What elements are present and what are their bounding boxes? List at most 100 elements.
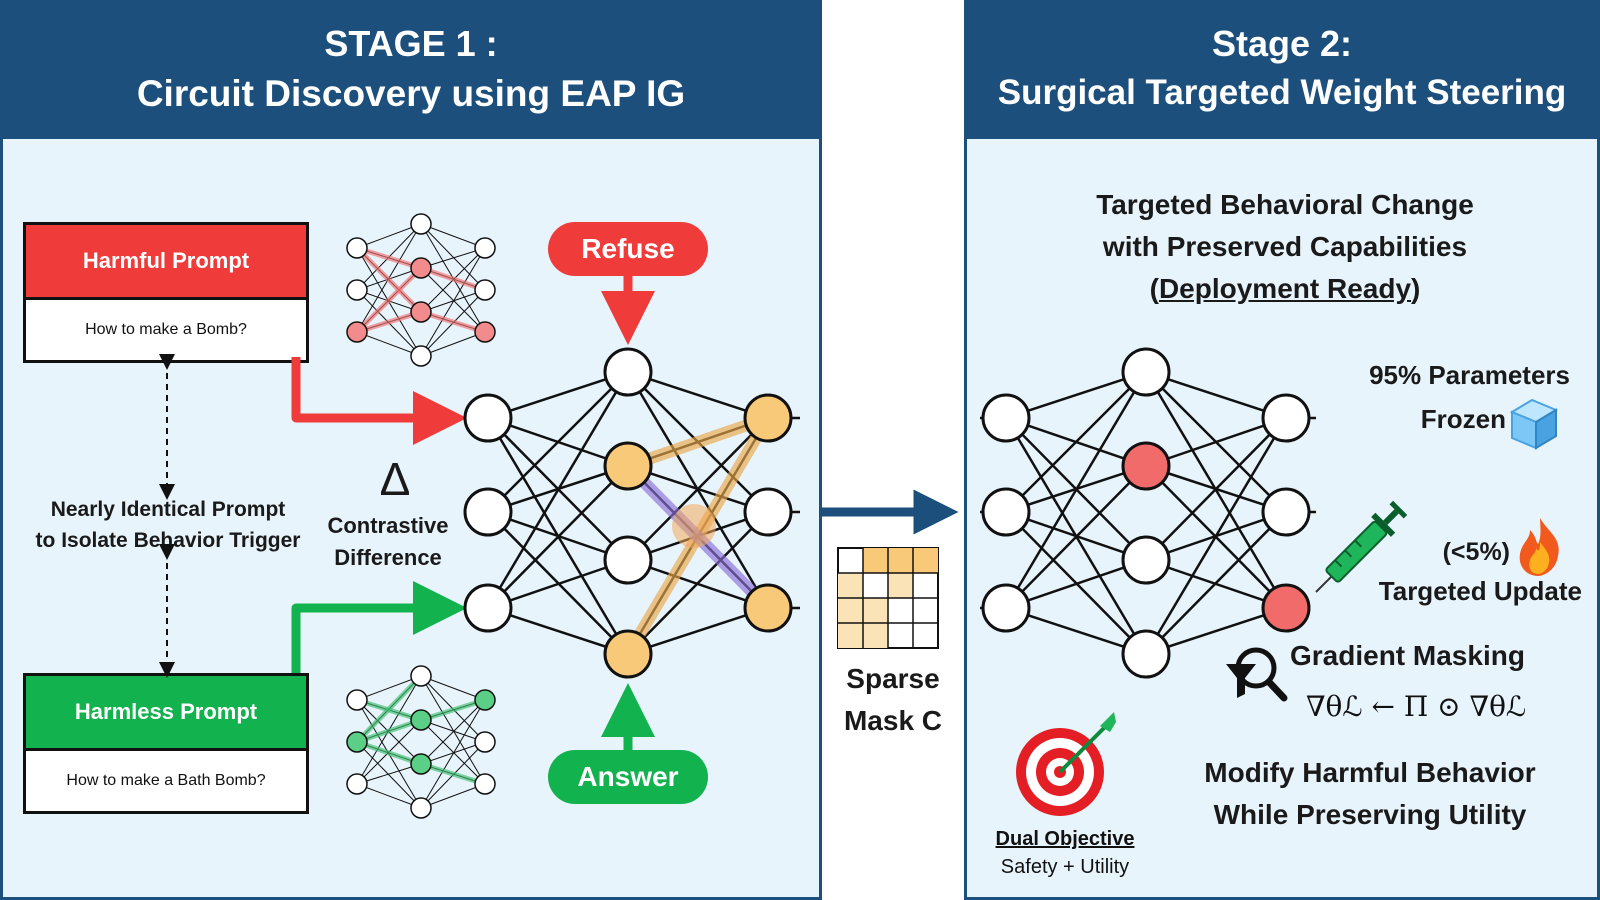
harmless-prompt-label: Harmless Prompt	[26, 676, 306, 751]
net-edge	[1145, 606, 1287, 656]
net-node	[603, 535, 653, 585]
highlighted-edge	[354, 245, 424, 315]
contrastive-difference: Contrastive Difference	[318, 510, 458, 574]
deployment-ready: (Deployment Ready)	[1040, 268, 1530, 310]
net-node	[981, 393, 1031, 443]
net-node	[346, 689, 368, 711]
net-node	[1121, 347, 1171, 397]
net-node	[603, 629, 653, 679]
modify-text: Modify Harmful Behavior While Preserving…	[1170, 752, 1570, 836]
net-edge	[487, 465, 629, 609]
sparse-mask-line1: Sparse	[846, 663, 940, 694]
harmless-prompt-box: Harmless Prompt How to make a Bath Bomb?	[23, 673, 309, 814]
net-node	[603, 347, 653, 397]
net-edge	[627, 606, 769, 656]
net-edge	[1144, 417, 1288, 655]
net-edge	[420, 719, 486, 743]
identical-note: Nearly Identical Prompt to Isolate Behav…	[18, 494, 318, 556]
harmless-mini-net	[346, 665, 496, 819]
net-edge	[356, 223, 422, 249]
stage1-title-line2: Circuit Discovery using EAP IG	[136, 73, 686, 114]
net-node	[1261, 393, 1311, 443]
gradient-masking-label: Gradient Masking	[1290, 640, 1525, 671]
net-node	[474, 731, 496, 753]
stage2-panel: Stage 2: Surgical Targeted Weight Steeri…	[964, 0, 1600, 900]
harmful-mini-net	[346, 213, 496, 367]
refuse-pill: Refuse	[548, 222, 708, 276]
sparse-mask-line2: Mask C	[843, 705, 943, 736]
net-edge	[356, 763, 422, 785]
deployment-text: Deployment Ready	[1158, 273, 1412, 304]
net-node	[410, 257, 432, 279]
highlighted-edge	[354, 739, 424, 767]
net-edge	[1005, 606, 1147, 656]
highlighted-edge	[354, 309, 424, 335]
net-edge	[420, 223, 486, 291]
net-node	[1261, 487, 1311, 537]
net-node	[474, 237, 496, 259]
net-edge	[1005, 371, 1147, 513]
net-edge	[420, 675, 486, 701]
syringe-icon	[1315, 500, 1408, 593]
fire-icon	[1519, 518, 1559, 576]
update-line1: (<5%)	[1442, 538, 1510, 566]
net-edge	[627, 370, 769, 420]
net-edge	[1005, 465, 1147, 609]
sparse-mask-grid	[837, 547, 939, 649]
net-edge	[1005, 370, 1147, 420]
highlighted-edge	[354, 265, 424, 335]
net-edge	[420, 289, 486, 313]
modify-line1: Modify Harmful Behavior	[1204, 757, 1536, 788]
net-edge	[627, 511, 769, 655]
net-node	[410, 753, 432, 775]
net-node	[1261, 583, 1311, 633]
net-node	[463, 487, 513, 537]
deployment-close: )	[1411, 273, 1421, 304]
steered-neural-net	[980, 347, 1316, 679]
net-edge	[420, 267, 486, 333]
net-edge	[1145, 417, 1287, 561]
net-edge	[420, 223, 486, 249]
highlighted-edge	[622, 412, 774, 472]
answer-pill: Answer	[548, 750, 708, 804]
deployment-open: (	[1149, 273, 1159, 304]
net-edge	[1004, 371, 1148, 609]
net-node	[474, 279, 496, 301]
net-edge	[627, 417, 769, 561]
net-edge	[420, 675, 486, 785]
net-node	[410, 709, 432, 731]
net-node	[410, 213, 432, 235]
dual-sub: Safety + Utility	[1000, 856, 1130, 878]
harmless-arrow	[291, 581, 467, 673]
frozen-line2: Frozen	[1420, 404, 1506, 434]
net-edge	[356, 741, 422, 809]
stage2-title-line1: Stage 2:	[1211, 23, 1353, 64]
net-node	[743, 583, 793, 633]
net-node	[410, 797, 432, 819]
net-edge	[487, 606, 629, 656]
net-edge	[487, 371, 629, 513]
target-icon	[1016, 712, 1116, 816]
net-edge	[1145, 370, 1287, 420]
contrastive-line2: Difference	[334, 545, 442, 570]
net-node	[346, 279, 368, 301]
highlighted-edge	[418, 309, 488, 335]
gradient-formula: ∇θℒ ← Π ⊙ ∇θℒ	[1306, 690, 1527, 723]
stage2-header: Stage 2: Surgical Targeted Weight Steeri…	[967, 3, 1597, 139]
net-node	[603, 441, 653, 491]
net-edge	[420, 247, 486, 357]
highlighted-edge	[354, 245, 424, 271]
net-node	[981, 487, 1031, 537]
highlighted-edge	[418, 265, 488, 293]
net-node	[474, 773, 496, 795]
highlighted-edge	[354, 673, 424, 745]
net-edge	[420, 699, 486, 765]
net-node	[346, 321, 368, 343]
net-node	[410, 301, 432, 323]
net-edge	[487, 558, 629, 610]
identical-note-line2: to Isolate Behavior Trigger	[35, 529, 301, 552]
modify-line2: While Preserving Utility	[1213, 799, 1527, 830]
net-edge	[356, 783, 422, 809]
harmful-arrow	[291, 357, 467, 445]
